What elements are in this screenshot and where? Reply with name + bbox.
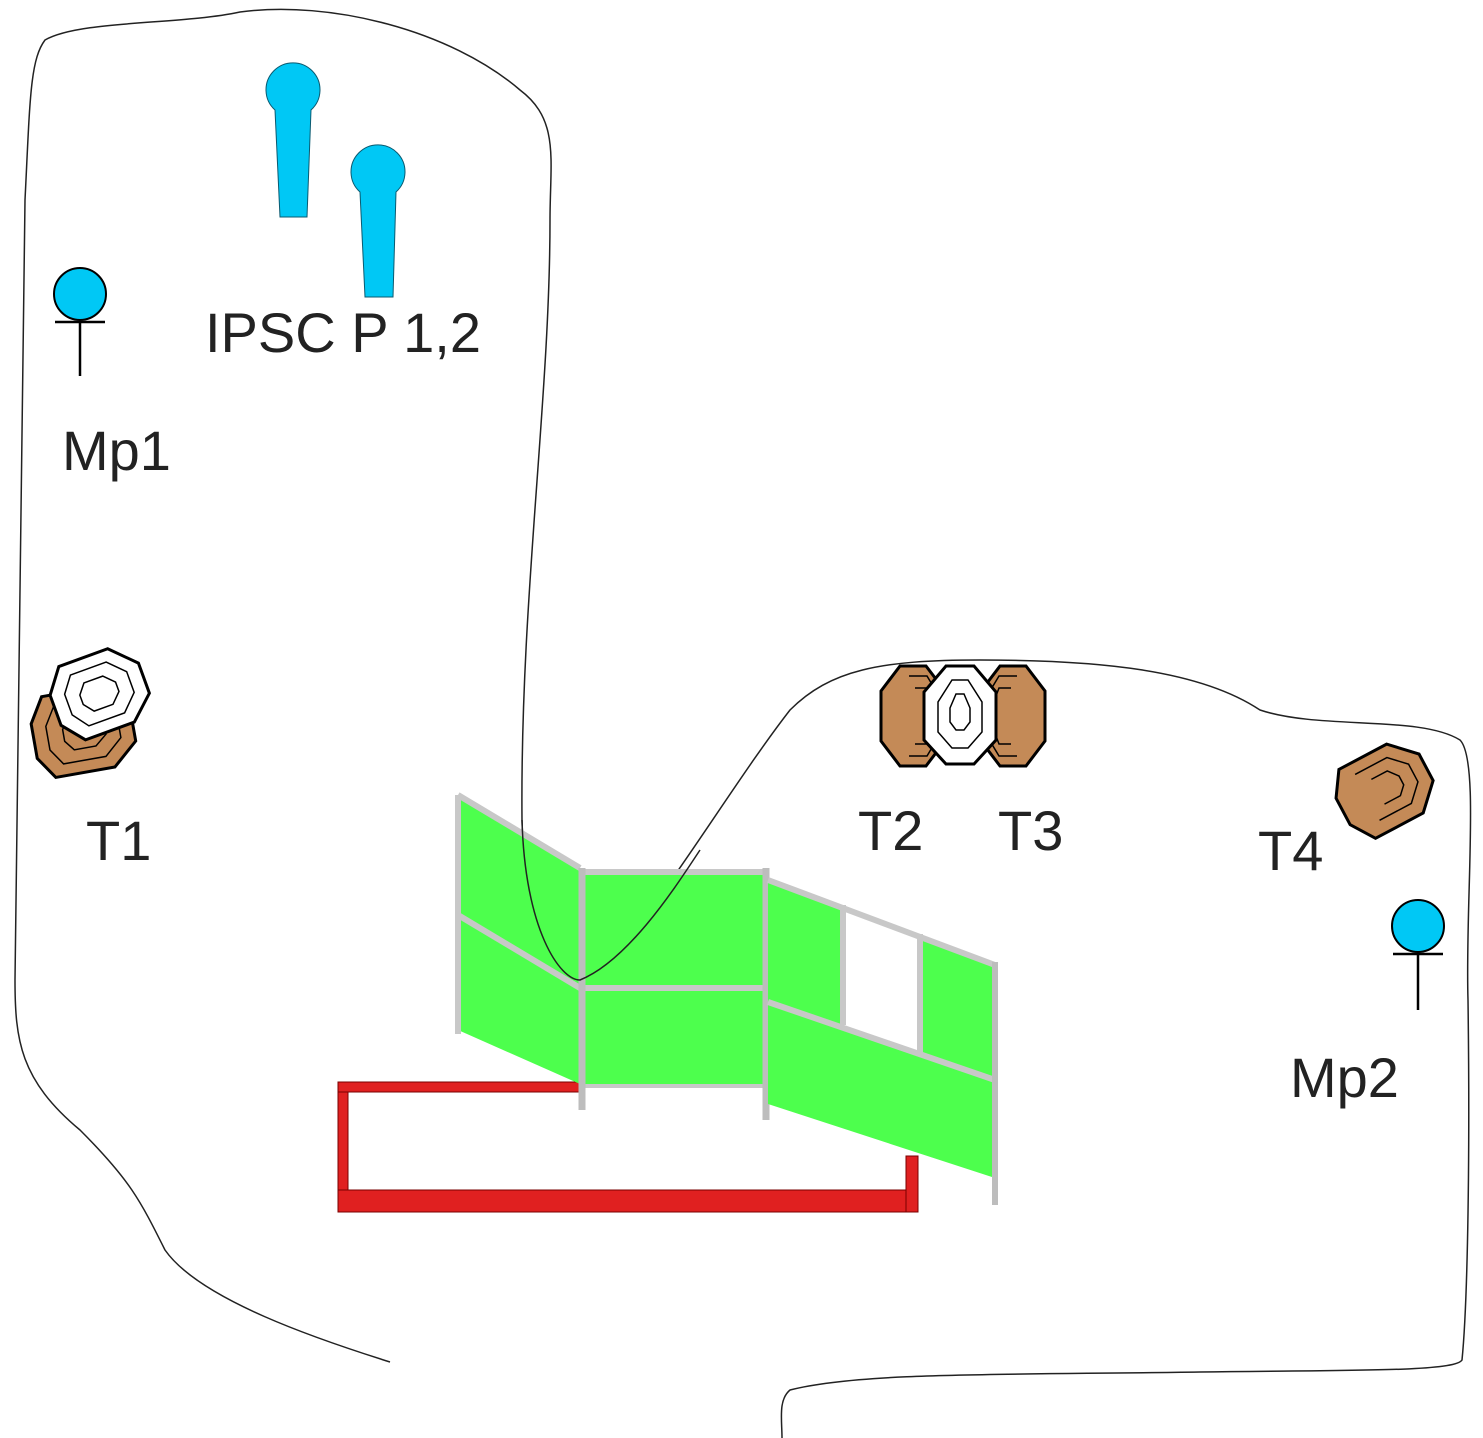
stage-boundary-left [14, 8, 581, 1363]
no-shoot-target-icon [922, 664, 998, 766]
ipsc-paper-target-icon [1334, 742, 1435, 841]
wall-panel-center [578, 868, 770, 1120]
target-3-label: T3 [998, 799, 1063, 862]
mini-popper-2 [1391, 899, 1445, 1010]
target-2-label: T2 [858, 799, 923, 862]
no-shoot-target-icon [48, 647, 152, 742]
wall-panel-right-window [766, 877, 998, 1205]
stage-boundary-right [579, 659, 1472, 1438]
wall-panel-left [455, 792, 582, 1084]
shooting-box-fault-line [337, 1081, 919, 1213]
mini-popper-icon [1391, 899, 1445, 953]
target-1 [29, 647, 152, 780]
barricade-wall [455, 792, 998, 1205]
mini-popper-icon [53, 267, 107, 321]
popper-icon [265, 62, 321, 218]
poppers-label: IPSC P 1,2 [205, 301, 481, 364]
target-1-label: T1 [86, 809, 151, 872]
target-4 [1334, 742, 1435, 841]
popper-1 [265, 62, 321, 218]
target-4-label: T4 [1258, 819, 1323, 882]
popper-2 [350, 144, 406, 298]
mini-popper-1-label: Mp1 [62, 419, 171, 482]
mini-popper-1 [53, 267, 107, 376]
popper-icon [350, 144, 406, 298]
mini-popper-2-label: Mp2 [1290, 1046, 1399, 1109]
no-shoot-target-center [922, 664, 998, 766]
stage-boundary-overlap [521, 819, 701, 981]
